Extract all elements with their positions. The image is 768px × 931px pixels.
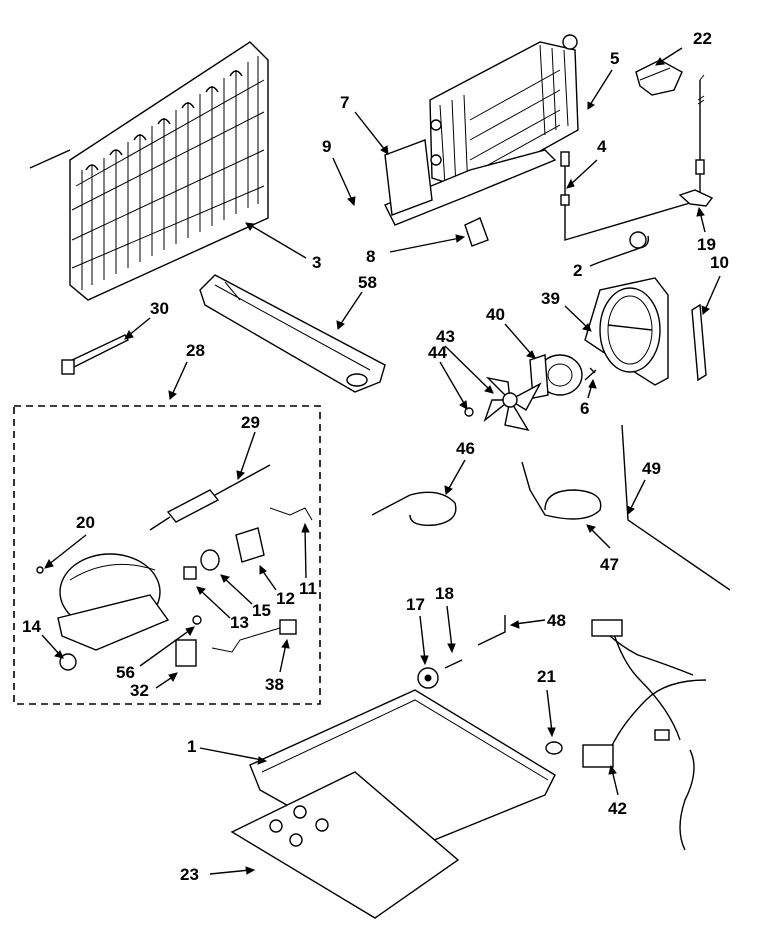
part-labels: 22 5 7 4 9 3 8 19 2 10 30 58 39 40 28 43…	[22, 29, 729, 884]
label-29: 29	[241, 413, 260, 432]
label-49: 49	[642, 459, 661, 478]
fan-washer	[464, 407, 474, 417]
label-12: 12	[276, 589, 295, 608]
label-30: 30	[150, 299, 169, 318]
fan-blade	[483, 376, 542, 432]
label-5: 5	[610, 49, 619, 68]
clip-13	[183, 566, 197, 580]
label-10: 10	[710, 253, 729, 272]
label-58: 58	[358, 273, 377, 292]
compressor-kit-box	[13, 405, 321, 705]
nut-21	[545, 741, 563, 755]
label-39: 39	[541, 289, 560, 308]
label-20: 20	[76, 513, 95, 532]
capacitor-32	[175, 639, 197, 667]
label-43: 43	[436, 327, 455, 346]
label-1: 1	[187, 737, 196, 756]
gasket-strip	[691, 303, 707, 382]
fan-screw	[584, 367, 597, 381]
bracket-part	[464, 217, 489, 247]
screw-18	[444, 659, 463, 669]
tube-49	[621, 424, 731, 591]
label-56: 56	[116, 663, 135, 682]
label-14: 14	[22, 617, 41, 636]
compressor	[36, 553, 170, 671]
label-40: 40	[486, 305, 505, 324]
wire-11	[269, 507, 313, 521]
wiring-harness	[582, 619, 707, 851]
overload-15	[200, 549, 220, 571]
label-7: 7	[340, 93, 349, 112]
tube-part	[61, 334, 129, 375]
label-28: 28	[186, 341, 205, 360]
label-42: 42	[608, 799, 627, 818]
label-17: 17	[406, 595, 425, 614]
roller-17	[417, 667, 439, 689]
label-4: 4	[597, 137, 607, 156]
tube-46	[371, 491, 457, 526]
label-47: 47	[600, 555, 619, 574]
label-21: 21	[537, 667, 556, 686]
insulation-pad	[230, 771, 460, 919]
drain-trough	[199, 274, 386, 393]
screw-56	[192, 615, 202, 625]
fan-motor	[529, 354, 583, 399]
clip-part	[678, 189, 714, 207]
label-11: 11	[299, 579, 317, 598]
label-32: 32	[130, 681, 149, 700]
label-9: 9	[322, 137, 331, 156]
label-3: 3	[312, 253, 321, 272]
label-22: 22	[693, 29, 712, 48]
pad-part	[635, 59, 683, 96]
label-15: 15	[252, 601, 271, 620]
label-18: 18	[435, 584, 454, 603]
defrost-heater-wire	[560, 74, 705, 241]
label-6: 6	[580, 399, 589, 418]
label-23: 23	[180, 865, 199, 884]
harness-38	[211, 619, 297, 653]
grommet-wire	[599, 231, 650, 263]
relay-12	[235, 527, 265, 563]
drier	[149, 464, 271, 531]
label-48: 48	[547, 611, 566, 630]
label-46: 46	[456, 439, 475, 458]
fan-shroud	[584, 277, 669, 386]
tube-47	[521, 461, 602, 520]
evaporator-assembly	[384, 34, 579, 226]
label-8: 8	[366, 247, 375, 266]
label-38: 38	[265, 675, 284, 694]
label-13: 13	[230, 613, 249, 632]
label-44: 44	[428, 343, 447, 362]
tube-48	[477, 615, 506, 646]
leader-arrows	[41, 47, 721, 875]
label-19: 19	[697, 235, 716, 254]
label-2: 2	[573, 261, 582, 280]
condenser-coil	[29, 41, 269, 301]
